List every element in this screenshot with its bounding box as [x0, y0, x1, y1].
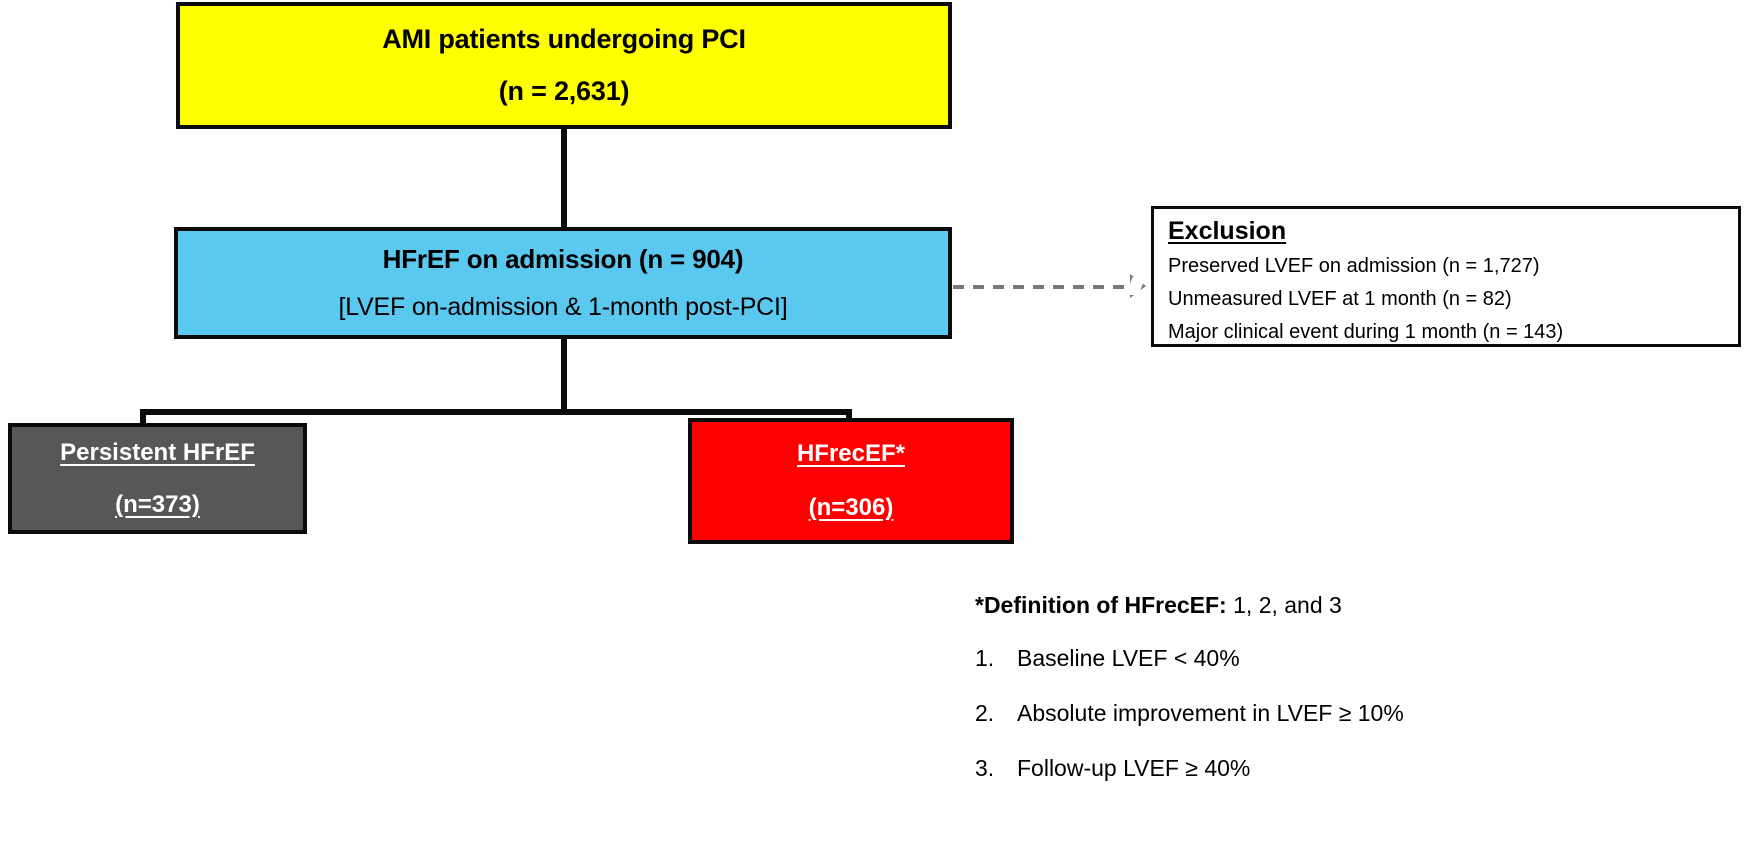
node-cohort[interactable]: AMI patients undergoing PCI (n = 2,631) [176, 2, 952, 129]
footnote-item: 1. Baseline LVEF < 40% [975, 645, 1735, 672]
footnote-block: *Definition of HFrecEF: 1, 2, and 3 1. B… [975, 592, 1735, 810]
footnote-heading-bold: *Definition of HFrecEF: [975, 592, 1227, 618]
node-persistent-hfref[interactable]: Persistent HFrEF (n=373) [8, 423, 307, 534]
exclusion-item: Major clinical event during 1 month (n =… [1168, 321, 1564, 343]
node-persistent-label: Persistent HFrEF [60, 438, 255, 466]
footnote-item: 2. Absolute improvement in LVEF ≥ 10% [975, 700, 1735, 727]
node-hfref-detail: [LVEF on-admission & 1-month post-PCI] [338, 292, 788, 321]
connector-hfref-down [561, 339, 567, 412]
node-hfref-label: HFrEF on admission (n = 904) [382, 244, 744, 275]
node-persistent-count: (n=373) [115, 490, 200, 518]
node-hfrecef-label: HFrecEF* [796, 440, 906, 468]
footnote-item-text: Baseline LVEF < 40% [1017, 645, 1240, 671]
node-hfref[interactable]: HFrEF on admission (n = 904) [LVEF on-ad… [174, 227, 952, 339]
node-exclusion[interactable]: Exclusion Preserved LVEF on admission (n… [1151, 206, 1741, 347]
node-hfrecef-count: (n=306) [808, 494, 894, 521]
footnote-heading: *Definition of HFrecEF: 1, 2, and 3 [975, 592, 1735, 619]
exclusion-title: Exclusion [1168, 217, 1287, 245]
node-cohort-count: (n = 2,631) [498, 75, 630, 106]
footnote-item-number: 1. [975, 645, 995, 671]
connector-to-persistent [140, 409, 146, 425]
exclusion-item: Unmeasured LVEF at 1 month (n = 82) [1168, 288, 1512, 310]
footnote-heading-rest: 1, 2, and 3 [1226, 592, 1342, 618]
footnote-item: 3. Follow-up LVEF ≥ 40% [975, 755, 1735, 782]
footnote-item-text: Follow-up LVEF ≥ 40% [1017, 755, 1251, 781]
footnote-item-number: 2. [975, 700, 995, 726]
node-cohort-label: AMI patients undergoing PCI [382, 23, 746, 54]
connector-to-hfrecef [846, 409, 852, 421]
footnote-item-number: 3. [975, 755, 995, 781]
footnote-item-text: Absolute improvement in LVEF ≥ 10% [1017, 700, 1404, 726]
arrowhead-icon [1130, 274, 1146, 298]
connector-horizontal-split [140, 409, 852, 415]
connector-cohort-to-hfref [561, 129, 567, 228]
dashed-exclusion-arrow [953, 285, 1138, 289]
node-hfrecef[interactable]: HFrecEF* (n=306) [688, 418, 1014, 544]
exclusion-item: Preserved LVEF on admission (n = 1,727) [1168, 255, 1540, 277]
